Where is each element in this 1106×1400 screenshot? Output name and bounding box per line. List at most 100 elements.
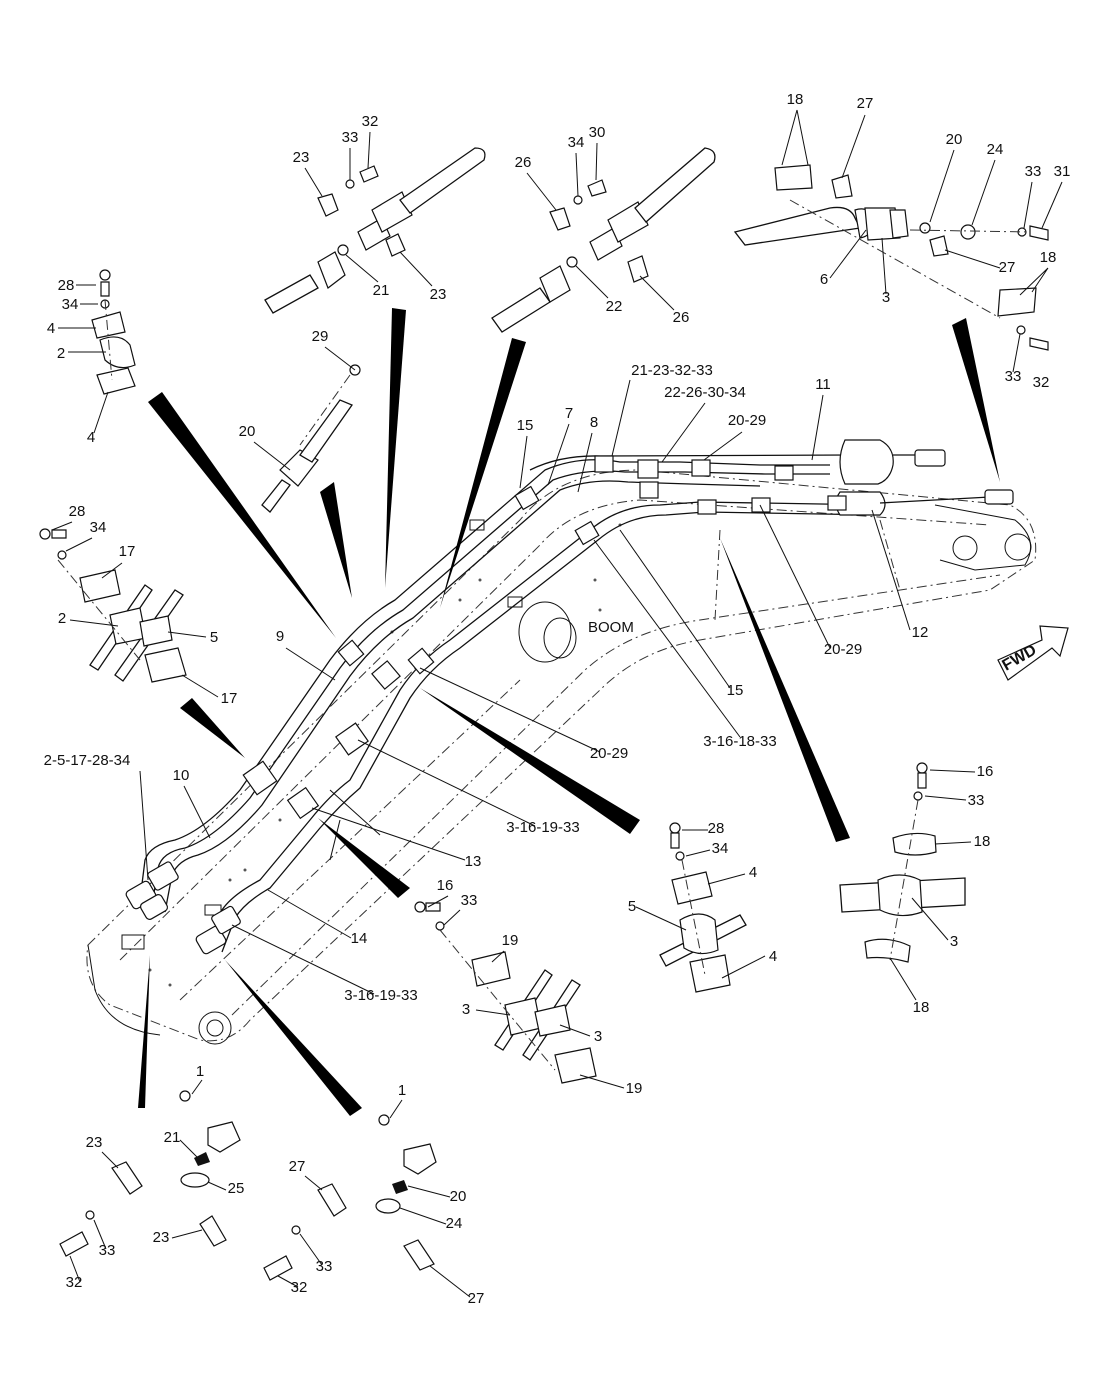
callout-label: 22 [606, 298, 623, 315]
callout-label: 30 [589, 124, 606, 141]
callout-label: 33 [342, 129, 359, 146]
callout-label: 17 [119, 543, 136, 560]
callout-label: 26 [515, 154, 532, 171]
callout-label: 33 [99, 1242, 116, 1259]
callout-label: 33 [461, 892, 478, 909]
detail-fitting-top-right [733, 164, 1049, 351]
leader-lines [51, 109, 1063, 1298]
callout-label: 28 [58, 277, 75, 294]
callout-label: 4 [769, 948, 777, 965]
callout-label: 27 [999, 259, 1016, 276]
callout-label: 23 [153, 1229, 170, 1246]
callout-label: 9 [276, 628, 284, 645]
callout-label: 32 [66, 1274, 83, 1291]
callout-label: 16 [437, 877, 454, 894]
callout-label: 15 [727, 682, 744, 699]
callout-label: 24 [987, 141, 1004, 158]
hose-routing [125, 439, 1014, 955]
callout-label: 13 [465, 853, 482, 870]
detail-clamp-2-5 [39, 528, 187, 683]
callout-label: 33 [1005, 368, 1022, 385]
callout-label: 20-29 [824, 641, 862, 658]
callout-label: 2 [57, 345, 65, 362]
callout-label: 23 [86, 1134, 103, 1151]
callout-label: 3-16-19-33 [506, 819, 579, 836]
callout-label: 20 [239, 423, 256, 440]
callout-label: 3 [594, 1028, 602, 1045]
detail-clamp-4-5 [659, 822, 747, 993]
boom-structure: BOOM [86, 469, 1037, 1045]
detail-clamp-3-19 [414, 901, 597, 1084]
callout-label: 31 [1054, 163, 1071, 180]
callout-label: 16 [977, 763, 994, 780]
callout-label: 7 [565, 405, 573, 422]
detail-flange-22 [491, 147, 716, 333]
callout-label: 21 [164, 1129, 181, 1146]
callout-label: 23 [293, 149, 310, 166]
callout-label: 23 [430, 286, 447, 303]
callout-label: 33 [1025, 163, 1042, 180]
detail-split-flange [261, 364, 361, 513]
boom-label: BOOM [588, 619, 634, 636]
callout-label: 14 [351, 930, 368, 947]
callout-label: 2-5-17-28-34 [44, 752, 131, 769]
callout-label: 19 [626, 1080, 643, 1097]
callout-label: 29 [312, 328, 329, 345]
callout-label: 33 [968, 792, 985, 809]
callout-label: 32 [1033, 374, 1050, 391]
callout-label: 6 [820, 271, 828, 288]
detail-flange-21 [264, 147, 486, 314]
callout-label: 32 [291, 1279, 308, 1296]
callout-label: 27 [468, 1290, 485, 1307]
callout-label: 28 [69, 503, 86, 520]
callout-label: 17 [221, 690, 238, 707]
callout-label: 25 [228, 1180, 245, 1197]
fwd-arrow: FWD [997, 625, 1069, 681]
callout-label: 20 [946, 131, 963, 148]
callout-label: 3 [882, 289, 890, 306]
callout-label: 18 [913, 999, 930, 1016]
hose-clamps [242, 455, 847, 820]
detail-clamp-2-4 [91, 269, 136, 395]
callout-label: 15 [517, 417, 534, 434]
callout-label: 5 [628, 898, 636, 915]
callout-label: 28 [708, 820, 725, 837]
callout-label: 3-16-19-33 [344, 987, 417, 1004]
callout-label: 12 [912, 624, 929, 641]
callout-label: 18 [974, 833, 991, 850]
callout-label: 8 [590, 414, 598, 431]
callout-label: 21 [373, 282, 390, 299]
callout-label: 34 [62, 296, 79, 313]
callout-label: 27 [289, 1158, 306, 1175]
callout-label: 20 [450, 1188, 467, 1205]
callout-label: 22-26-30-34 [664, 384, 746, 401]
callout-label: 20-29 [728, 412, 766, 429]
callout-label: 20-29 [590, 745, 628, 762]
callout-label: 26 [673, 309, 690, 326]
callout-label: 34 [568, 134, 585, 151]
callout-label: 32 [362, 113, 379, 130]
callout-label: 4 [87, 429, 95, 446]
detail-bottom-fittings [59, 1090, 437, 1281]
callout-label: 2 [58, 610, 66, 627]
detail-pointers [138, 308, 1000, 1116]
callout-label: 21-23-32-33 [631, 362, 713, 379]
callout-label: 1 [398, 1082, 406, 1099]
callout-label: 4 [47, 320, 55, 337]
callout-label: 5 [210, 629, 218, 646]
foot-fittings [125, 861, 241, 955]
callout-label: 34 [712, 840, 729, 857]
callout-label: 10 [173, 767, 190, 784]
callout-label: 19 [502, 932, 519, 949]
detail-clamp-3-18 [839, 762, 966, 963]
callout-label: 18 [787, 91, 804, 108]
callout-label: 3-16-18-33 [703, 733, 776, 750]
callout-label: 24 [446, 1215, 463, 1232]
callout-label: 3 [950, 933, 958, 950]
callout-label: 3 [462, 1001, 470, 1018]
callout-label: 11 [815, 376, 831, 393]
callout-label: 33 [316, 1258, 333, 1275]
callout-label: 27 [857, 95, 874, 112]
